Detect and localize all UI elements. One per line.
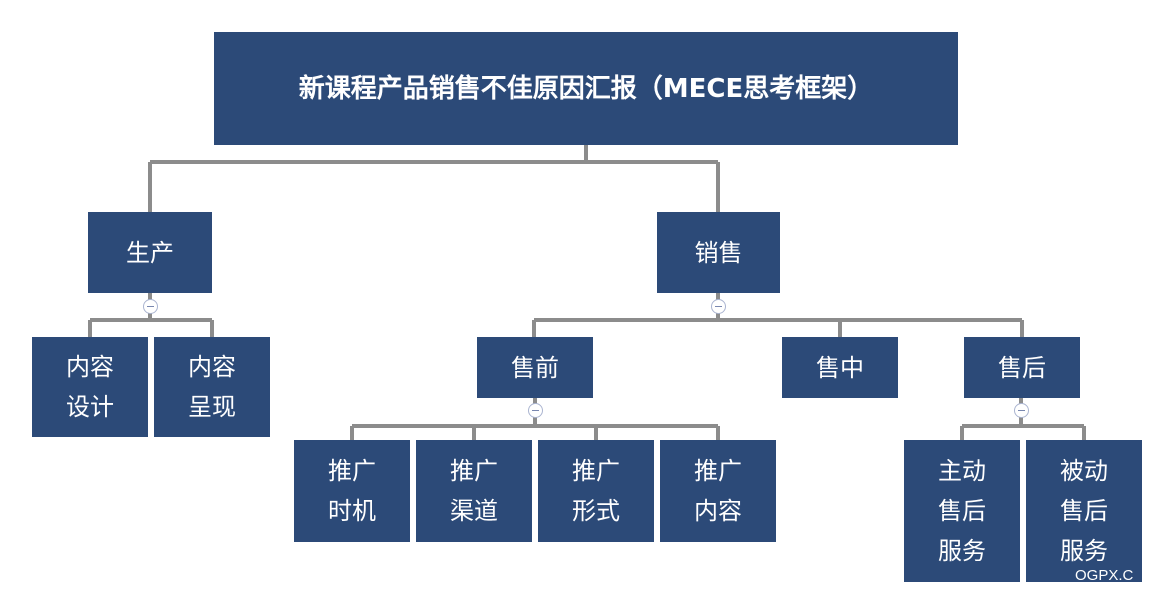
node-content-design[interactable]: 内容 设计 — [32, 337, 148, 437]
collapse-icon[interactable] — [1014, 403, 1029, 418]
watermark: OGPX.C — [1075, 567, 1134, 584]
node-promo-channel[interactable]: 推广 渠道 — [416, 440, 532, 542]
root-node[interactable]: 新课程产品销售不佳原因汇报（MECE思考框架） — [214, 32, 958, 145]
node-promo-content[interactable]: 推广 内容 — [660, 440, 776, 542]
node-content-presentation[interactable]: 内容 呈现 — [154, 337, 270, 437]
collapse-icon[interactable] — [711, 299, 726, 314]
node-sales[interactable]: 销售 — [657, 212, 780, 293]
collapse-icon[interactable] — [143, 299, 158, 314]
node-pre-sales[interactable]: 售前 — [477, 337, 593, 398]
node-promo-form[interactable]: 推广 形式 — [538, 440, 654, 542]
node-production[interactable]: 生产 — [88, 212, 212, 293]
node-passive-after-sales[interactable]: 被动 售后 服务 — [1026, 440, 1142, 582]
node-promo-timing[interactable]: 推广 时机 — [294, 440, 410, 542]
node-mid-sales[interactable]: 售中 — [782, 337, 898, 398]
node-after-sales[interactable]: 售后 — [964, 337, 1080, 398]
node-active-after-sales[interactable]: 主动 售后 服务 — [904, 440, 1020, 582]
collapse-icon[interactable] — [528, 403, 543, 418]
